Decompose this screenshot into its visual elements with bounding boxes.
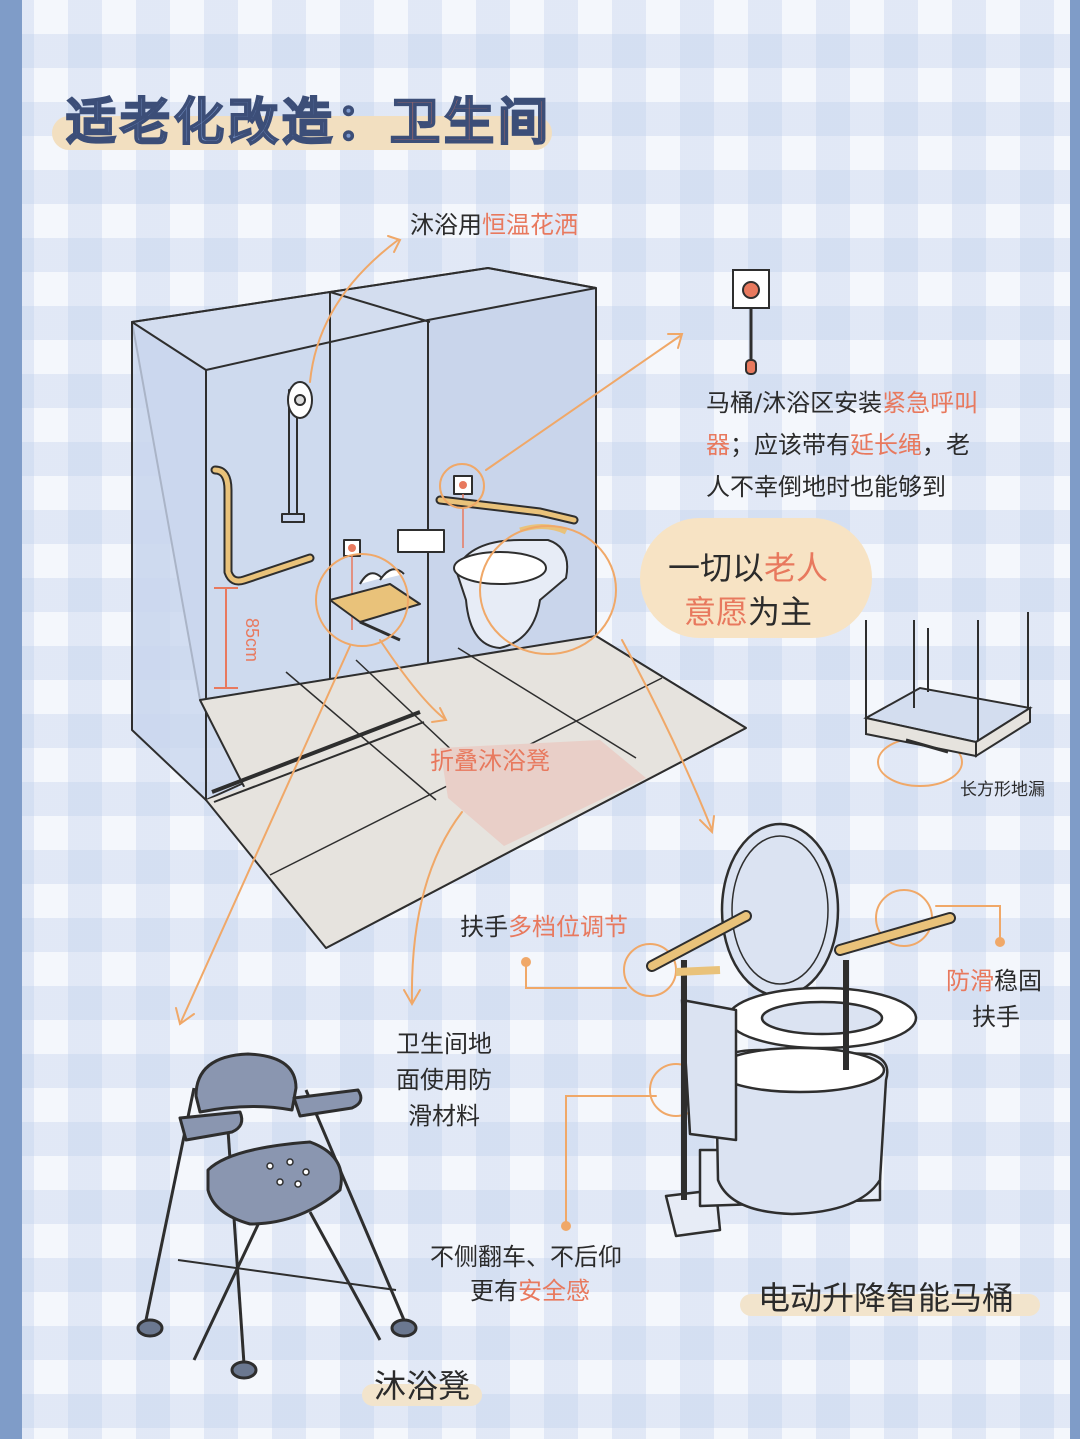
- toilet-title: 电动升降智能马桶: [758, 1279, 1015, 1317]
- alarm-line1-highlight: 紧急呼叫: [882, 389, 979, 417]
- title-highlight-bar: [52, 116, 552, 150]
- principle-line2: 意愿为主: [684, 590, 812, 634]
- alarm-line3: 人不幸倒地时也能够到: [706, 473, 946, 501]
- bath-stool-title-bar: [362, 1384, 482, 1406]
- title-highlight: 卫生间: [389, 92, 552, 152]
- stability-line1: 不侧翻车、不后仰: [430, 1243, 622, 1271]
- drain-label: 长方形地漏: [960, 780, 1045, 800]
- right-border-band: [1070, 0, 1080, 1439]
- emergency-button-icon: [732, 269, 770, 375]
- stability-line2-highlight: 安全感: [518, 1277, 590, 1305]
- principle-line2-highlight: 意愿: [684, 593, 749, 631]
- alarm-line1-plain: 马桶/沐浴区安装: [706, 389, 883, 417]
- antislip-handle-line2: 扶手: [972, 1003, 1020, 1031]
- antislip-handle-label: 防滑稳固: [946, 964, 1042, 998]
- bath-stool-title: 沐浴凳: [374, 1367, 471, 1405]
- antislip-handle-plain: 稳固: [994, 967, 1042, 995]
- height-measure: [214, 587, 238, 689]
- armrest-label-plain: 扶手: [460, 913, 508, 941]
- floor-label-line2: 面使用防: [396, 1066, 492, 1094]
- left-border-band: [0, 0, 22, 1439]
- shower-label-plain: 沐浴用: [410, 211, 482, 239]
- folding-stool-label: 折叠沐浴凳: [430, 747, 550, 775]
- callout-dots: [521, 937, 1005, 1231]
- alarm-line2-plain-b: ，老: [922, 431, 970, 459]
- callout-arrows: [175, 235, 1001, 1225]
- principle-line2-plain: 为主: [748, 593, 813, 631]
- floor-label-line1: 卫生间地: [396, 1030, 492, 1058]
- alarm-label: 马桶/沐浴区安装紧急呼叫 器；应该带有延长绳，老 人不幸倒地时也能够到: [706, 382, 978, 508]
- floor-label: 卫生间地 面使用防 滑材料: [396, 1026, 492, 1134]
- smart-lift-toilet-illustration: [646, 822, 956, 1238]
- principle-pill: [640, 518, 872, 638]
- bath-stool-illustration: [136, 1052, 418, 1380]
- stability-line2-plain: 更有: [470, 1277, 518, 1305]
- bathroom-room: [131, 267, 747, 949]
- alarm-line2-highlight-a: 器: [706, 431, 730, 459]
- principle-line1-plain: 一切以: [668, 549, 765, 587]
- rectangular-drain-illustration: [863, 612, 1033, 758]
- alarm-line2-highlight-b: 延长绳: [850, 431, 922, 459]
- toilet-title-bar: [740, 1294, 1040, 1316]
- alarm-line2-plain-a: ；应该带有: [730, 431, 850, 459]
- armrest-label-highlight: 多档位调节: [508, 913, 628, 941]
- antislip-handle-highlight: 防滑: [946, 967, 994, 995]
- shower-label: 沐浴用恒温花洒: [410, 208, 578, 242]
- height-mark: 85cm: [242, 618, 262, 662]
- principle-line1-highlight: 老人: [764, 549, 829, 587]
- armrest-label: 扶手多档位调节: [460, 910, 628, 944]
- stability-line2: 更有安全感: [470, 1274, 590, 1308]
- floor-label-line3: 滑材料: [408, 1102, 480, 1130]
- shower-label-highlight: 恒温花洒: [482, 211, 578, 239]
- title-prefix: 适老化改造：: [65, 92, 390, 152]
- page-title: 适老化改造：卫生间: [65, 82, 552, 154]
- principle-line1: 一切以老人: [668, 546, 828, 590]
